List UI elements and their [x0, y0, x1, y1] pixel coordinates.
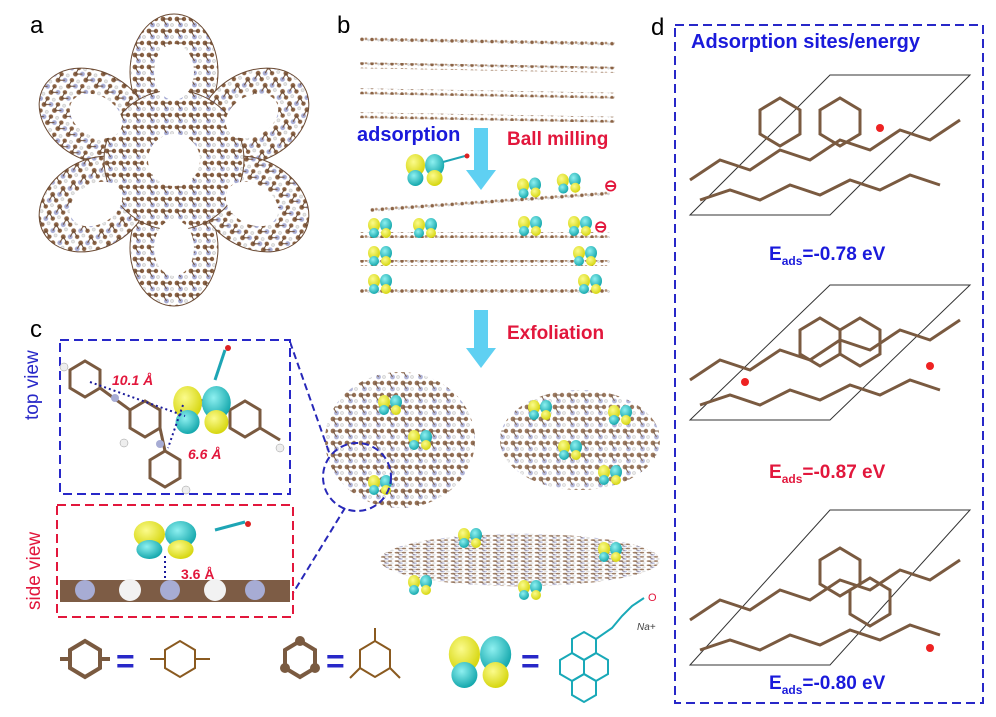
energy-label-1: Eads=-0.78 eV [769, 244, 886, 268]
oxygen-label: O [648, 592, 657, 604]
side-view-label: side view [24, 531, 45, 610]
exfoliated-sheets [325, 372, 660, 600]
top-view-box [59, 339, 291, 495]
legend-equals-2: = [326, 643, 345, 679]
pyrene-molecule-icon [405, 153, 470, 186]
panel-label-b: b [337, 12, 351, 39]
panel-label-a: a [30, 12, 44, 39]
panel-b-loaded-layers [360, 172, 611, 294]
adsorption-label: adsorption [357, 124, 461, 146]
ball-milling-arrow [466, 128, 496, 190]
legend-equals-3: = [521, 643, 540, 679]
panel-label-c: c [30, 316, 42, 343]
energy-label-2: Eads=-0.87 eV [769, 462, 886, 486]
energy-label-3: Eads=-0.80 eV [769, 673, 886, 697]
exfoliation-arrow [466, 310, 496, 368]
legend-triazine [280, 628, 401, 680]
charge-symbol-1: ⊖ [604, 178, 618, 195]
panel-label-d: d [651, 14, 665, 41]
panel-d-title: Adsorption sites/energy [691, 31, 920, 53]
legend-benzene [60, 638, 210, 680]
panel-b-stacked-layers [360, 36, 615, 123]
distance-label-2: 6.6 Å [188, 446, 222, 462]
distance-label-1: 10.1 Å [112, 372, 154, 388]
sodium-label: Na+ [637, 622, 656, 633]
callout-circle [322, 442, 392, 512]
distance-label-3: 3.6 Å [181, 566, 215, 582]
adsorption-site-1 [688, 74, 972, 216]
adsorption-site-3 [688, 509, 972, 666]
legend-pyrene [448, 597, 645, 704]
panel-a-cof-structure [38, 13, 310, 307]
side-view-structure [60, 520, 290, 602]
panel-d-box [674, 24, 984, 704]
charge-symbol-2: ⊖ [594, 219, 608, 236]
ball-milling-label: Ball milling [507, 129, 609, 150]
legend-equals-1: = [116, 643, 135, 679]
exfoliation-label: Exfoliation [507, 323, 605, 344]
top-view-structure [59, 345, 285, 495]
top-view-label: top view [22, 350, 43, 420]
adsorption-site-2 [688, 284, 972, 421]
